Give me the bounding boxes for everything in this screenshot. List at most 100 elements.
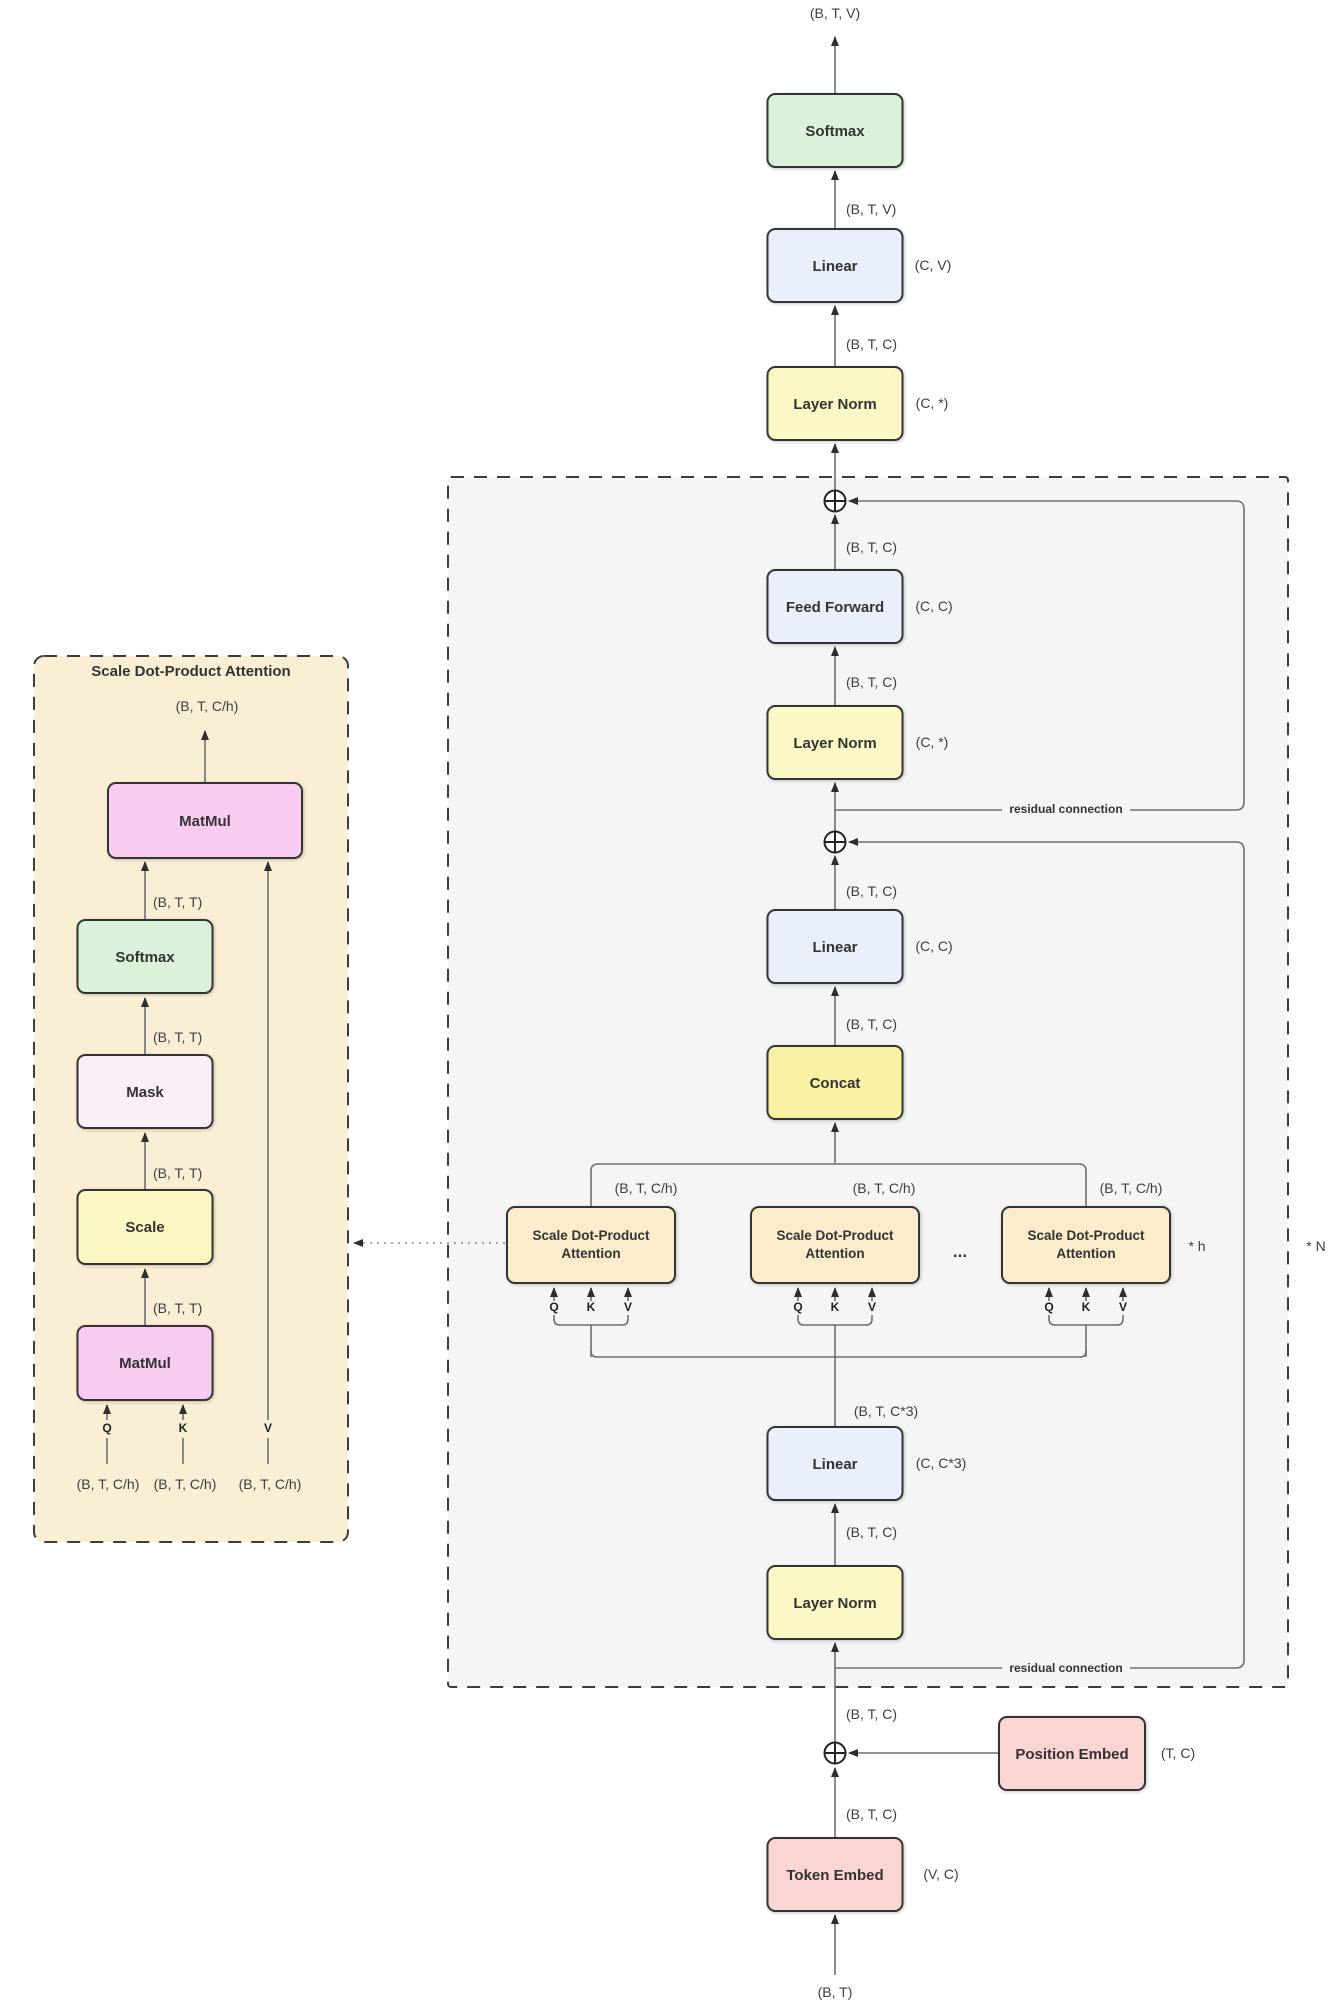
dim-input: (B, T) (818, 1984, 853, 2000)
dim-linear2-out: (B, T, C) (846, 883, 897, 899)
feed-forward-label: Feed Forward (786, 599, 884, 616)
softmax-attn-box (76, 919, 214, 994)
dim-block-in: (B, T, C) (846, 1706, 897, 1722)
token-embed-label: Token Embed (786, 1867, 883, 1884)
edge-head3-bus (835, 1163, 1087, 1207)
scale-label: Scale (125, 1219, 164, 1236)
attention-head2-label-line2: Attention (805, 1246, 864, 1261)
dim-head3-out: (B, T, C/h) (1100, 1180, 1163, 1196)
linear-head-label: Linear (812, 258, 857, 275)
attention-head-box-1 (506, 1206, 676, 1284)
attention-head-box-3 (1001, 1206, 1171, 1284)
dim-head2-out: (B, T, C/h) (853, 1180, 916, 1196)
attention-head3-label-line2: Attention (1056, 1246, 1115, 1261)
dim-linear3-weights: (C, C*3) (916, 1455, 967, 1471)
v-label-head3: V (1119, 1300, 1127, 1314)
residual2-label: residual connection (1009, 1661, 1122, 1675)
dim-ff-out: (B, T, C) (846, 539, 897, 555)
dim-concat-out: (B, T, C) (846, 1016, 897, 1032)
dim-softmax2-out: (B, T, T) (153, 894, 202, 910)
dim-scale-out: (B, T, T) (153, 1165, 202, 1181)
position-embed-label: Position Embed (1015, 1746, 1128, 1763)
layer-norm2-label: Layer Norm (793, 735, 876, 752)
bracket-head2 (797, 1315, 873, 1357)
linear-qkv-label: Linear (812, 1456, 857, 1473)
dim-qkv: (B, T, C*3) (854, 1403, 918, 1419)
q-label-head1: Q (549, 1300, 558, 1314)
times-h-label: * h (1188, 1238, 1205, 1254)
matmul-qk-label: MatMul (119, 1355, 171, 1372)
dim-output: (B, T, V) (810, 5, 860, 21)
dim-matmul2-out: (B, T, T) (153, 1300, 202, 1316)
attention-head3-label-line1: Scale Dot-Product (1027, 1228, 1145, 1243)
dim-v-left: (B, T, C/h) (239, 1476, 302, 1492)
times-n-label: * N (1306, 1238, 1325, 1254)
q-label-head3: Q (1044, 1300, 1053, 1314)
sdpa-panel-title: Scale Dot-Product Attention (91, 663, 290, 680)
v-label-left: V (264, 1421, 272, 1435)
k-label-head2: K (831, 1300, 840, 1314)
edge-residual1 (835, 497, 1245, 811)
layer-norm2-box (766, 705, 904, 780)
edge-residual2 (835, 838, 1245, 1669)
dim-ff-weights: (C, C) (915, 598, 952, 614)
linear-qkv-box (766, 1426, 904, 1501)
softmax-label: Softmax (805, 123, 865, 140)
dim-sdpa-out: (B, T, C/h) (176, 698, 239, 714)
k-label-head3: K (1082, 1300, 1091, 1314)
attention-head2-label-line1: Scale Dot-Product (776, 1228, 894, 1243)
linear-head-box (766, 228, 904, 303)
dim-mask-out: (B, T, T) (153, 1029, 202, 1045)
dim-q-left: (B, T, C/h) (77, 1476, 140, 1492)
k-label-head1: K (587, 1300, 596, 1314)
residual1-label-bg (1002, 801, 1130, 816)
dim-ln2: (C, *) (916, 734, 949, 750)
v-label-head2: V (868, 1300, 876, 1314)
dim-linear2-weights: (C, C) (915, 938, 952, 954)
scale-box (76, 1189, 214, 1265)
layer-norm-final-label: Layer Norm (793, 396, 876, 413)
layer-norm-final-box (766, 366, 904, 441)
matmul-out-box (107, 782, 303, 859)
q-label-left: Q (102, 1421, 111, 1435)
linear-proj-box (766, 909, 904, 984)
add-node-2 (823, 830, 847, 854)
attention-head-box-2 (750, 1206, 920, 1284)
q-label-head2: Q (793, 1300, 802, 1314)
residual2-label-bg (1002, 1660, 1130, 1675)
dim-linear-in: (B, T, C) (846, 336, 897, 352)
softmax-box (766, 93, 904, 168)
residual1-label: residual connection (1009, 802, 1122, 816)
add-node-1 (823, 489, 847, 513)
matmul-qk-box (76, 1325, 214, 1401)
layer-norm1-box (766, 1565, 904, 1640)
attention-head1-label-line2: Attention (561, 1246, 620, 1261)
edge-head1-bus (590, 1163, 835, 1207)
dim-ln2-out: (B, T, C) (846, 674, 897, 690)
edge-input-bus (590, 1350, 1087, 1427)
mask-label: Mask (126, 1084, 164, 1101)
matmul-out-label: MatMul (179, 813, 231, 830)
softmax-attn-label: Softmax (115, 949, 175, 966)
linear-proj-label: Linear (812, 939, 857, 956)
dim-head1-out: (B, T, C/h) (615, 1180, 678, 1196)
dim-softmax-in: (B, T, V) (846, 201, 896, 217)
dim-linear-weights: (C, V) (915, 257, 952, 273)
concat-label: Concat (810, 1075, 861, 1092)
attention-head1-label-line1: Scale Dot-Product (532, 1228, 650, 1243)
dim-token-embed: (V, C) (923, 1866, 958, 1882)
dim-k-left: (B, T, C/h) (154, 1476, 217, 1492)
dim-token-out: (B, T, C) (846, 1806, 897, 1822)
feed-forward-box (766, 569, 904, 644)
mask-box (76, 1054, 214, 1129)
heads-ellipsis: ... (953, 1242, 967, 1261)
position-embed-box (998, 1716, 1146, 1791)
layer-norm1-label: Layer Norm (793, 1595, 876, 1612)
add-node-3 (823, 1741, 847, 1765)
dim-ln1-out: (B, T, C) (846, 1524, 897, 1540)
dim-pos-embed: (T, C) (1161, 1745, 1195, 1761)
dim-ln-final: (C, *) (916, 395, 949, 411)
concat-box (766, 1045, 904, 1120)
v-label-head1: V (624, 1300, 632, 1314)
